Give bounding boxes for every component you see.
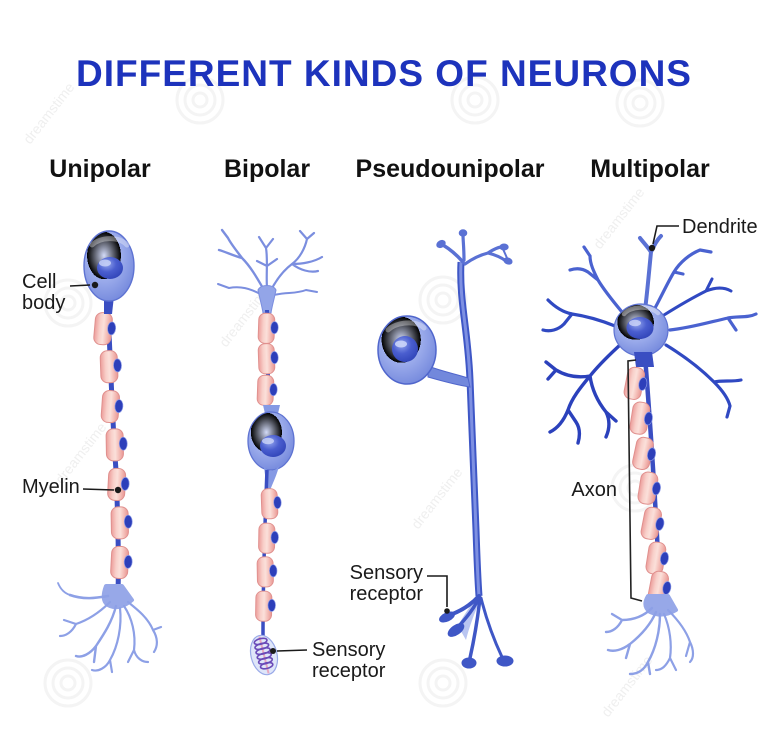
column-header-unipolar: Unipolar	[49, 155, 151, 183]
column-header-multipolar: Multipolar	[590, 155, 710, 183]
pseudounipolar-neuron-illustration	[377, 229, 514, 669]
cell-body-label-line2: body	[22, 292, 66, 314]
dendrite-pointer	[648, 225, 679, 252]
bipolar-sensory-receptor-pointer	[270, 648, 308, 654]
sensory-receptor-pseudo-line1: Sensory	[349, 562, 423, 584]
page-title: DIFFERENT KINDS OF NEURONS	[76, 53, 692, 94]
pseudounipolar-cell-body	[377, 315, 471, 388]
multipolar-axon-hillock	[634, 352, 654, 367]
column-header-bipolar: Bipolar	[223, 155, 311, 183]
bipolar-dendrite-trunk	[257, 285, 277, 314]
sensory-receptor-label-bipolar: Sensory receptor	[312, 640, 385, 682]
pseudounipolar-sensory-receptor-pointer	[427, 575, 450, 614]
bipolar-sensory-receptor	[249, 634, 279, 676]
sensory-receptor-bipolar-line2: receptor	[312, 660, 386, 682]
cell-body-pointer	[69, 281, 99, 289]
sensory-receptor-label-pseudounipolar: Sensory receptor	[337, 563, 423, 605]
myelin-label: Myelin	[22, 476, 80, 498]
unipolar-axon-terminals	[57, 582, 163, 674]
bipolar-upper-myelin	[256, 312, 280, 407]
bipolar-neuron-illustration	[217, 228, 324, 676]
myelin-pointer	[82, 486, 122, 494]
multipolar-axon-terminals	[604, 594, 695, 676]
unipolar-cell-body	[83, 230, 135, 302]
pseudounipolar-peripheral-branches	[439, 594, 514, 669]
axon-label: Axon	[571, 479, 617, 501]
column-header-pseudounipolar: Pseudounipolar	[355, 155, 545, 183]
sensory-receptor-pseudo-line2: receptor	[349, 583, 423, 605]
bipolar-cell-body	[247, 411, 295, 471]
bipolar-lower-myelin	[255, 487, 283, 622]
multipolar-neuron-illustration	[541, 225, 758, 676]
bipolar-dendrites	[217, 228, 324, 296]
axon-bracket	[627, 359, 643, 602]
sensory-receptor-bipolar-line1: Sensory	[312, 639, 386, 661]
pseudounipolar-central-branches	[436, 229, 513, 266]
unipolar-nucleus	[97, 257, 123, 279]
dendrite-label: Dendrite	[682, 216, 758, 238]
multipolar-nucleus	[626, 317, 654, 339]
cell-body-label: Cell body	[22, 272, 65, 314]
pseudounipolar-nucleus	[392, 336, 418, 362]
watermark-text: dreamstime	[590, 184, 648, 252]
watermark-text: dreamstime	[408, 464, 466, 532]
pseudounipolar-axon-highlight	[459, 261, 481, 597]
unipolar-myelin-sheath	[92, 311, 134, 580]
unipolar-neuron-illustration	[57, 230, 163, 674]
bipolar-nucleus	[260, 435, 286, 457]
cell-body-label-line1: Cell	[22, 271, 57, 293]
multipolar-cell-body	[613, 303, 669, 367]
